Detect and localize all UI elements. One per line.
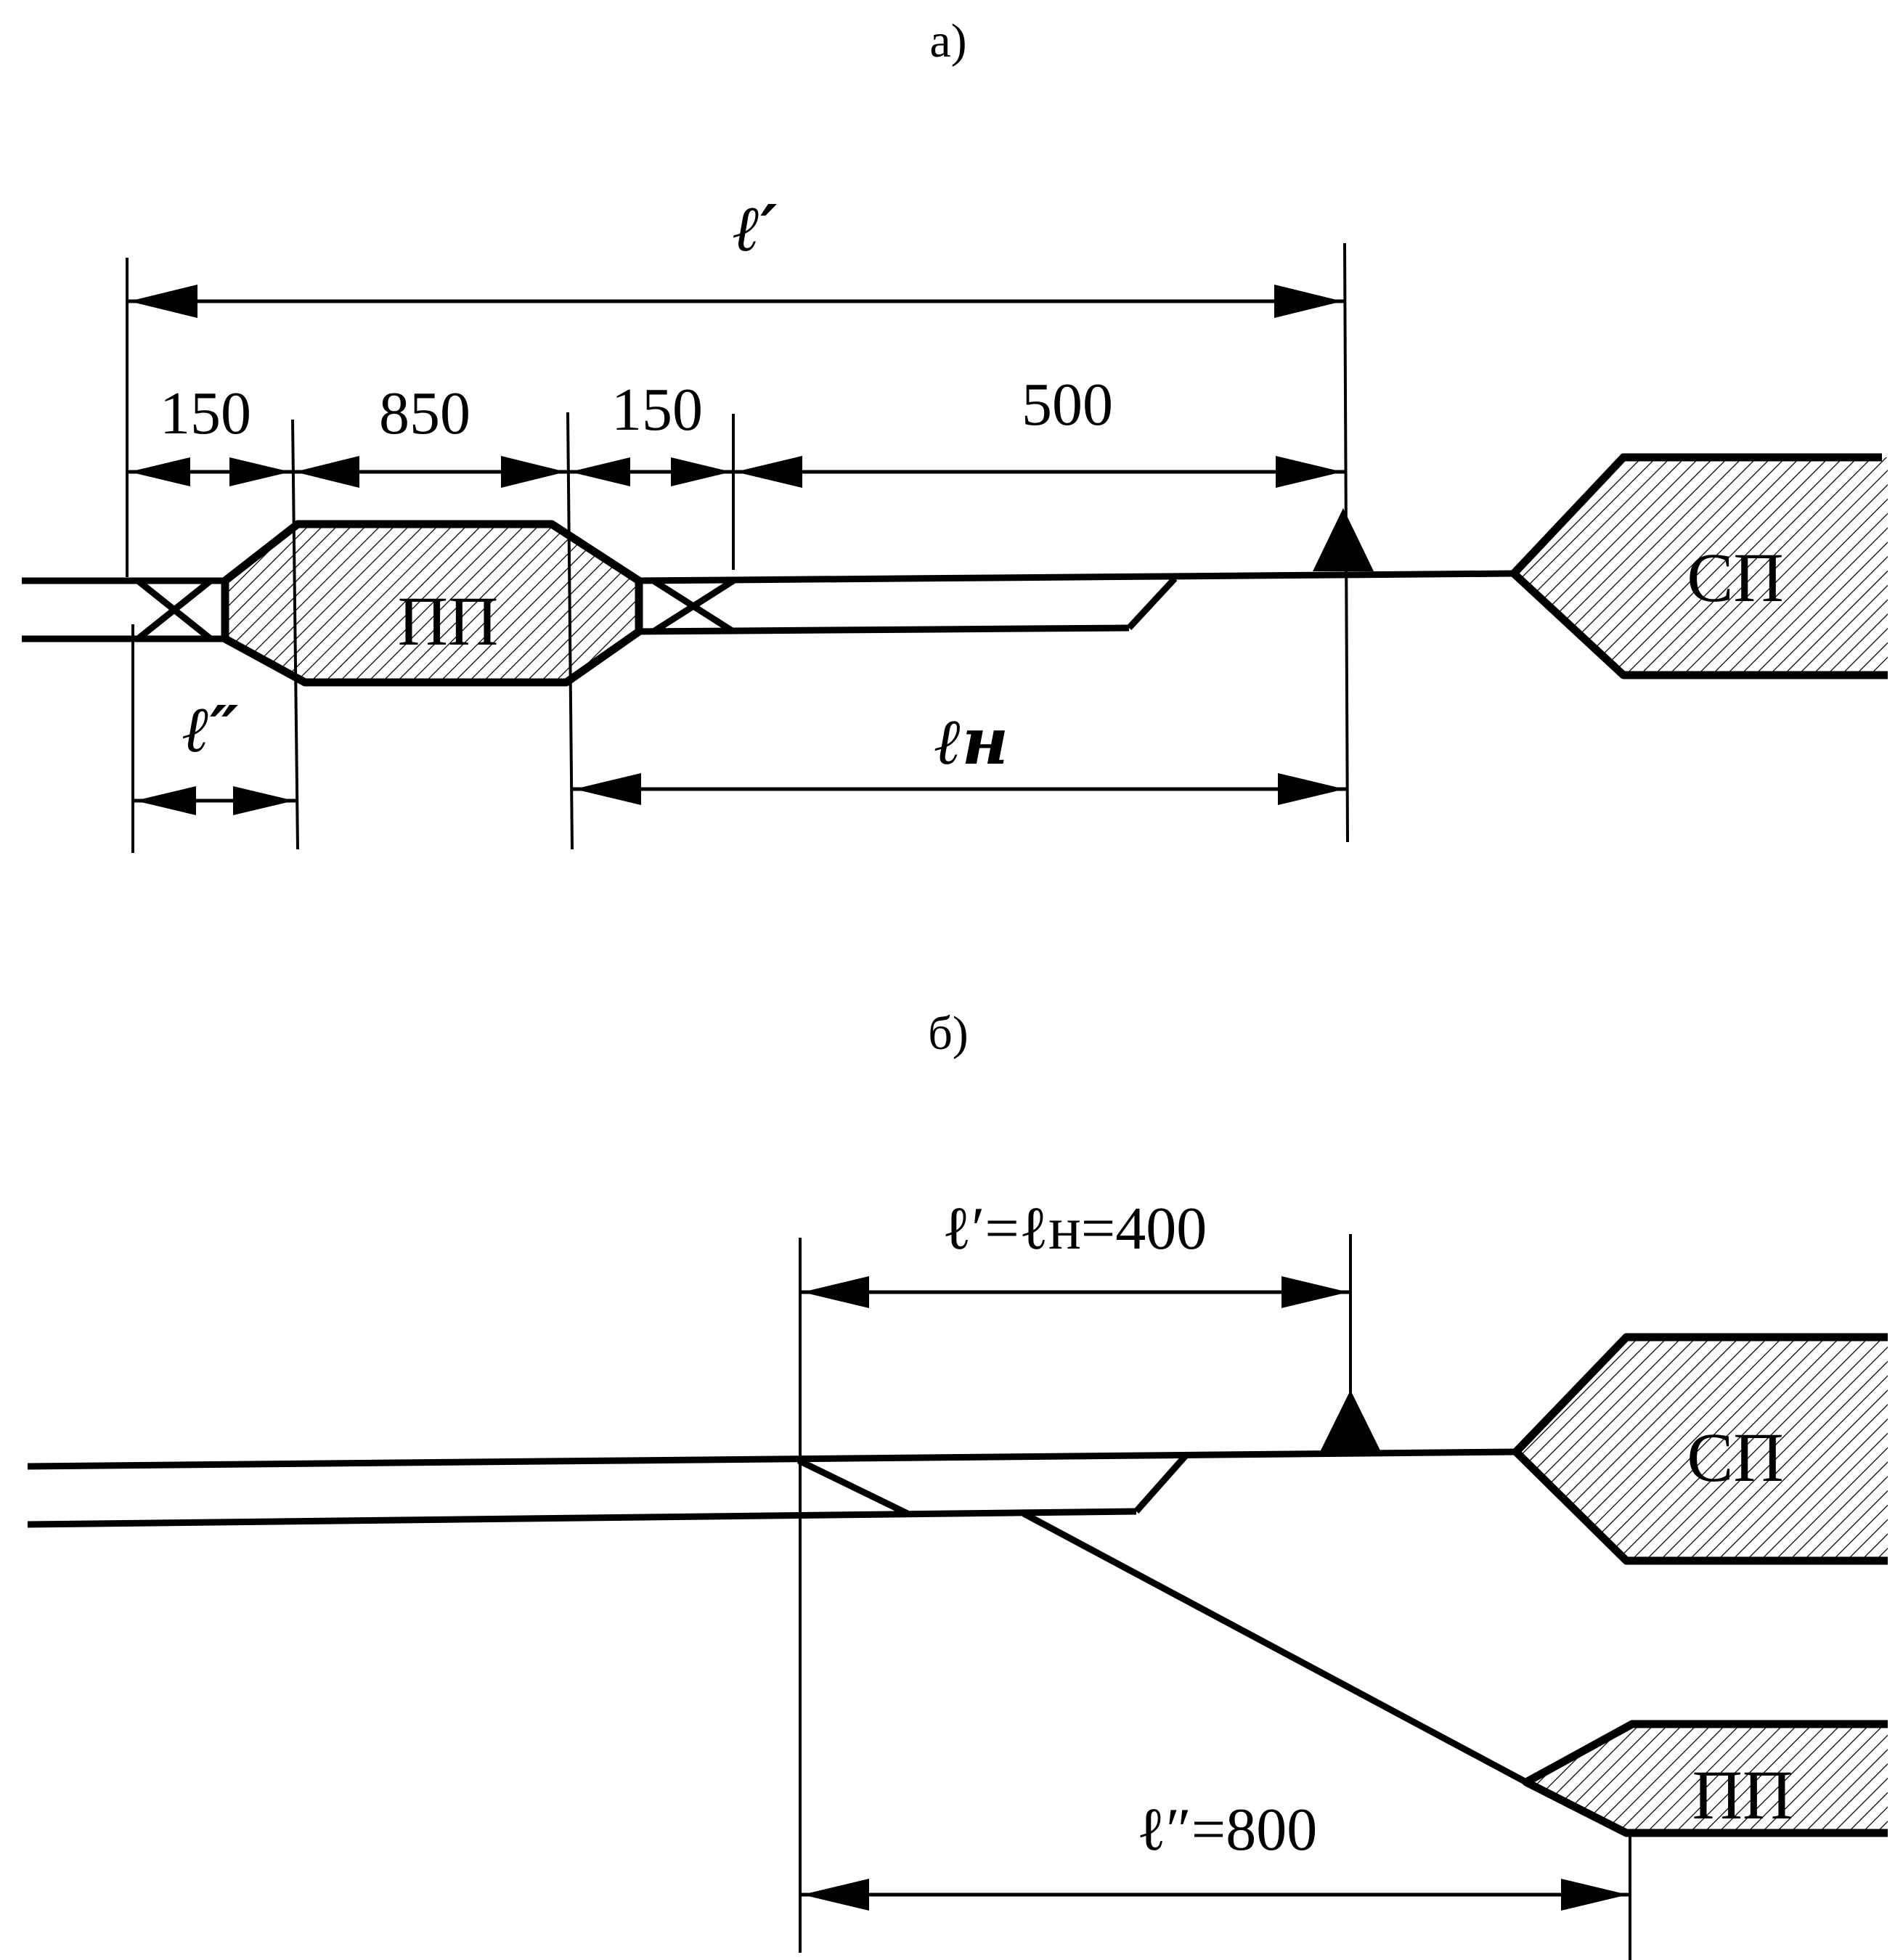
dim-lower-left-label: ℓ″ (183, 691, 239, 767)
arrowhead-icon (501, 456, 566, 488)
dim-segments: 150 850 150 500 (127, 371, 1345, 488)
arrowhead-icon (574, 773, 641, 805)
arrowhead-icon (735, 456, 802, 488)
tracks-a (22, 570, 1515, 642)
panel-a-caption: а) (929, 15, 966, 68)
block-sp-a-label: СП (1687, 539, 1783, 616)
dim-label-3: 150 (611, 376, 703, 444)
dim-b-bottom: ℓ″=800 (800, 1796, 1630, 1911)
arrowhead-icon (1276, 456, 1342, 488)
arrowhead-icon (135, 786, 196, 815)
arrowhead-icon (129, 285, 197, 318)
block-pp-b-label: ПП (1692, 1756, 1793, 1834)
panel-b: б) ℓ′=ℓн=400 СП (27, 1007, 1888, 1960)
arrowhead-icon (129, 457, 190, 486)
dim-lower-right: ℓн (572, 703, 1347, 805)
arrowhead-icon (1561, 1879, 1628, 1911)
signal-triangle-icon (1313, 508, 1374, 571)
dim-lower-right-label: ℓн (934, 703, 1008, 779)
arrowhead-icon (229, 457, 290, 486)
signal-triangle-icon (1320, 1390, 1381, 1452)
arrowhead-icon (802, 1879, 869, 1911)
dim-overall: ℓ′ (127, 190, 1345, 318)
dim-lower-left: ℓ″ (133, 691, 296, 815)
dim-b-top: ℓ′=ℓн=400 (800, 1195, 1350, 1308)
arrowhead-icon (1274, 285, 1342, 318)
block-pp-a-label: ПП (398, 582, 499, 660)
arrowhead-icon (1281, 1276, 1348, 1308)
dim-label-1: 150 (160, 380, 251, 447)
block-pp-b: ПП (1522, 1720, 1888, 1837)
arrowhead-icon (233, 786, 294, 815)
arrowhead-icon (1278, 773, 1345, 805)
arrowhead-icon (802, 1276, 869, 1308)
panel-a: а) ℓ′ 150 (22, 15, 1888, 853)
block-sp-b: СП (1512, 1333, 1888, 1565)
dim-label-4: 500 (1022, 371, 1113, 438)
panel-b-caption: б) (928, 1007, 969, 1060)
dim-overall-label: ℓ′ (733, 190, 778, 266)
block-sp-b-label: СП (1687, 1418, 1783, 1496)
dim-b-bottom-label: ℓ″=800 (1137, 1796, 1318, 1863)
tracks-b (27, 1448, 1629, 1837)
block-pp-a: ПП (221, 520, 643, 687)
dim-b-top-label: ℓ′=ℓн=400 (942, 1195, 1207, 1262)
arrowhead-icon (570, 457, 630, 486)
arrowhead-icon (295, 456, 359, 488)
dim-label-2: 850 (379, 380, 470, 447)
block-sp-a: СП (1509, 453, 1888, 679)
arrowhead-icon (671, 457, 731, 486)
